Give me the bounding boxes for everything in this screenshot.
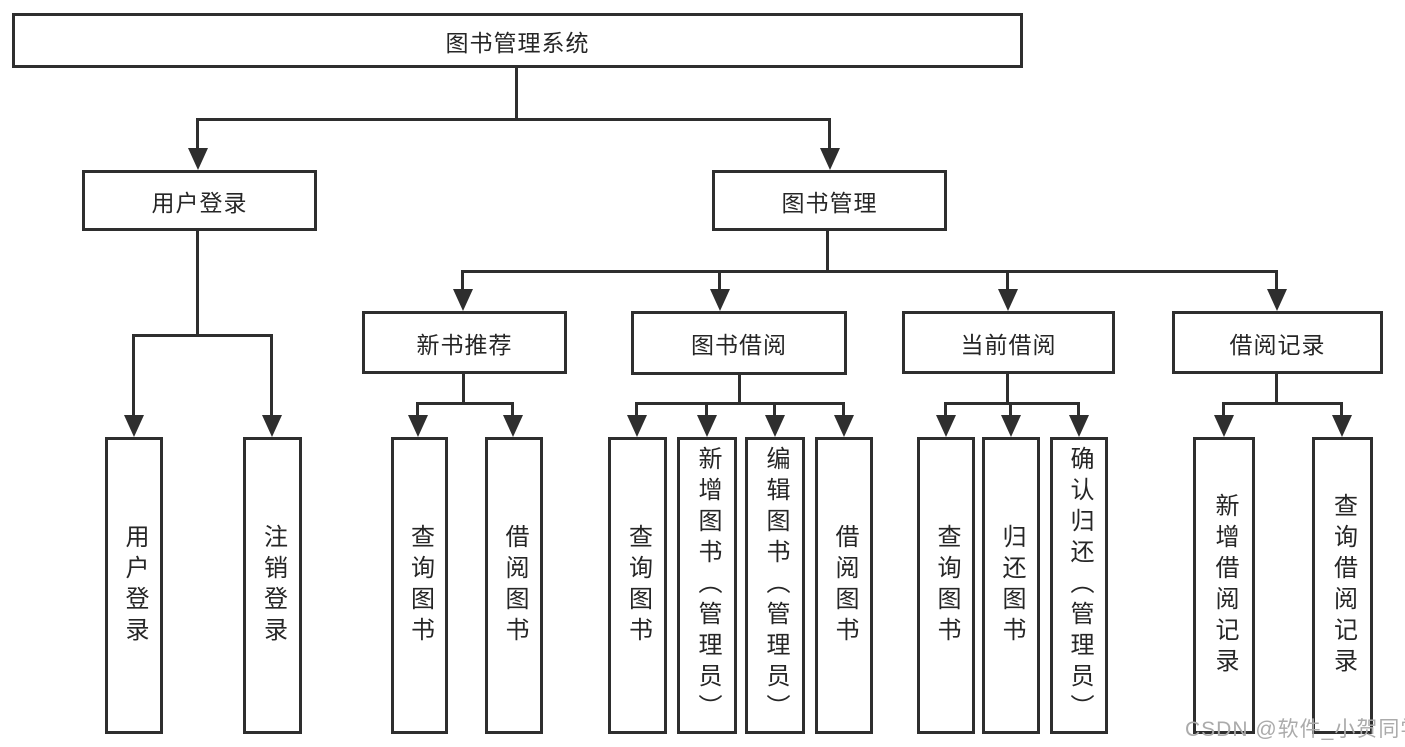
arrowhead-down-icon: [1267, 289, 1287, 311]
connector-vline: [196, 231, 199, 337]
arrowhead-down-icon: [834, 415, 854, 437]
connector-vline: [1006, 270, 1009, 292]
arrowhead-down-icon: [188, 148, 208, 170]
node-new-book-recommend: 新书推荐: [362, 311, 567, 374]
leaf-query-books-current: 查询图书: [917, 437, 975, 734]
node-user-login: 用户登录: [82, 170, 317, 231]
leaf-label: 注销登录: [259, 523, 287, 648]
leaf-label: 借阅图书: [501, 523, 528, 648]
leaf-label: 查询图书: [933, 523, 960, 648]
node-book-borrow: 图书借阅: [631, 311, 847, 375]
arrowhead-down-icon: [936, 415, 956, 437]
connector-vline: [515, 66, 518, 121]
watermark: CSDN @软件_小贺同学: [1185, 718, 1405, 741]
arrowhead-down-icon: [408, 415, 428, 437]
connector-vline: [1077, 402, 1080, 419]
leaf-query-books-borrow: 查询图书: [608, 437, 667, 734]
leaf-confirm-return-admin: 确认归还（管理员）: [1050, 437, 1108, 734]
connector-hline: [196, 118, 831, 121]
connector-vline: [270, 334, 273, 418]
leaf-label: 查询借阅记录: [1329, 492, 1357, 679]
connector-vline: [196, 118, 199, 151]
arrowhead-down-icon: [453, 289, 473, 311]
connector-vline: [1340, 402, 1343, 419]
connector-vline: [132, 334, 135, 418]
connector-hline: [132, 334, 273, 337]
leaf-query-borrow-record: 查询借阅记录: [1312, 437, 1373, 734]
connector-vline: [944, 402, 947, 419]
connector-hline: [461, 270, 1278, 273]
connector-vline: [1006, 374, 1009, 405]
leaf-query-books-recommend: 查询图书: [391, 437, 448, 734]
leaf-user-login: 用户登录: [105, 437, 163, 734]
connector-hline: [944, 402, 1080, 405]
leaf-return-books: 归还图书: [982, 437, 1040, 734]
connector-vline: [718, 270, 721, 292]
node-library-system: 图书管理系统: [12, 13, 1023, 68]
arrowhead-down-icon: [1069, 415, 1089, 437]
connector-vline: [511, 402, 514, 419]
leaf-add-books-admin: 新增图书（管理员）: [677, 437, 737, 734]
leaf-borrow-books: 借阅图书: [815, 437, 873, 734]
leaf-label: 编辑图书（管理员）: [762, 446, 789, 725]
connector-vline: [738, 375, 741, 405]
leaf-label: 查询图书: [624, 523, 652, 648]
connector-vline: [416, 402, 419, 419]
connector-vline: [705, 402, 708, 419]
arrowhead-down-icon: [1214, 415, 1234, 437]
node-book-management: 图书管理: [712, 170, 947, 231]
leaf-label: 归还图书: [998, 523, 1025, 648]
leaf-label: 确认归还（管理员）: [1066, 446, 1093, 725]
connector-vline: [461, 270, 464, 292]
leaf-add-borrow-record: 新增借阅记录: [1193, 437, 1255, 734]
arrowhead-down-icon: [820, 148, 840, 170]
connector-vline: [842, 402, 845, 419]
leaf-label: 查询图书: [406, 523, 434, 648]
arrowhead-down-icon: [503, 415, 523, 437]
arrowhead-down-icon: [710, 289, 730, 311]
connector-vline: [1275, 270, 1278, 292]
connector-hline: [416, 402, 514, 405]
arrowhead-down-icon: [124, 415, 144, 437]
arrowhead-down-icon: [262, 415, 282, 437]
arrowhead-down-icon: [1001, 415, 1021, 437]
leaf-borrow-books-recommend: 借阅图书: [485, 437, 543, 734]
connector-vline: [462, 374, 465, 405]
connector-vline: [1275, 374, 1278, 405]
connector-vline: [1222, 402, 1225, 419]
connector-vline: [826, 231, 829, 273]
arrowhead-down-icon: [627, 415, 647, 437]
connector-vline: [773, 402, 776, 419]
node-borrow-records: 借阅记录: [1172, 311, 1383, 374]
leaf-logout: 注销登录: [243, 437, 302, 734]
node-current-borrow: 当前借阅: [902, 311, 1115, 374]
connector-hline: [635, 402, 845, 405]
arrowhead-down-icon: [697, 415, 717, 437]
leaf-edit-books-admin: 编辑图书（管理员）: [745, 437, 805, 734]
leaf-label: 用户登录: [121, 523, 148, 648]
leaf-label: 新增借阅记录: [1211, 492, 1238, 679]
arrowhead-down-icon: [1332, 415, 1352, 437]
connector-hline: [1222, 402, 1343, 405]
connector-vline: [828, 118, 831, 151]
connector-vline: [1009, 402, 1012, 419]
arrowhead-down-icon: [765, 415, 785, 437]
leaf-label: 借阅图书: [831, 523, 858, 648]
leaf-label: 新增图书（管理员）: [694, 446, 721, 725]
connector-vline: [635, 402, 638, 419]
arrowhead-down-icon: [998, 289, 1018, 311]
